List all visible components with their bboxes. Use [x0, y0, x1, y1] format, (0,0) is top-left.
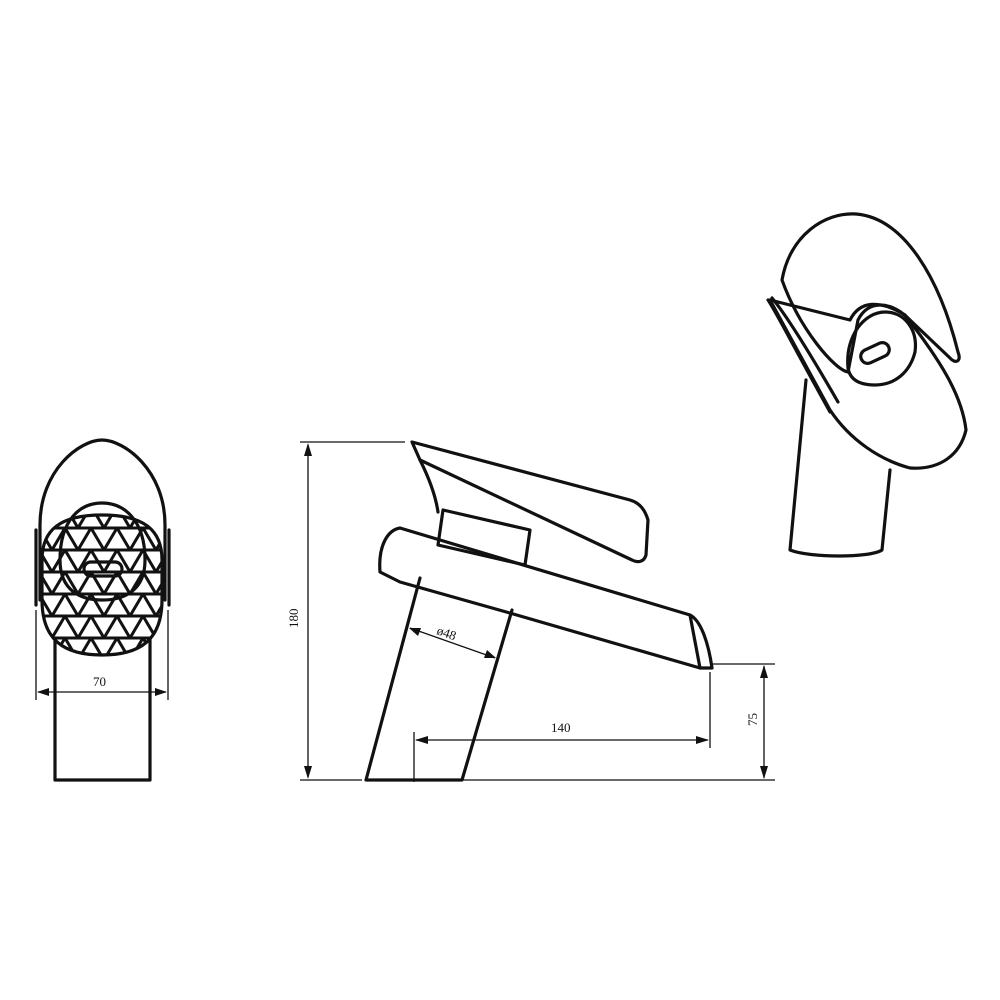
front-inner-hub [58, 501, 147, 602]
persp-left-flange [766, 298, 832, 414]
side-reach-label: 140 [551, 720, 571, 735]
side-lever-underside [418, 458, 440, 514]
persp-inner-hub [846, 310, 918, 387]
persp-left-flange-inner [770, 296, 840, 404]
side-reach-arrow-right [696, 736, 709, 744]
side-diameter-arrow-right [484, 650, 496, 658]
side-height-arrow-bottom [304, 766, 312, 779]
front-view: 70 [34, 438, 171, 782]
persp-body-column [788, 378, 892, 558]
side-spout-arrow-bottom [760, 766, 768, 779]
side-height-arrow-top [304, 443, 312, 456]
persp-outlet-slot [859, 341, 891, 365]
side-spout-height-label: 75 [745, 713, 760, 726]
persp-lever-handle [780, 212, 961, 374]
side-spout-lip [688, 613, 702, 670]
side-diameter-dim-line [409, 627, 496, 659]
side-lever-handle [410, 440, 650, 564]
side-height-label: 180 [286, 609, 301, 629]
side-cartridge-neck [436, 508, 532, 567]
front-outlet-slot [82, 560, 124, 578]
front-width-arrow-right [155, 688, 167, 696]
front-width-arrow-left [37, 688, 49, 696]
front-body-column [53, 638, 152, 782]
front-spout-ring [40, 513, 164, 657]
side-diameter-arrow-left [409, 628, 421, 636]
side-view: 180 ø48 140 75 [286, 440, 775, 782]
front-handle-dome [38, 438, 167, 602]
front-width-label: 70 [93, 674, 106, 689]
side-spout-arrow-top [760, 665, 768, 678]
perspective-view [766, 212, 968, 558]
side-diameter-label: ø48 [435, 623, 458, 644]
side-spout-pattern [378, 526, 714, 670]
side-reach-arrow-left [415, 736, 428, 744]
